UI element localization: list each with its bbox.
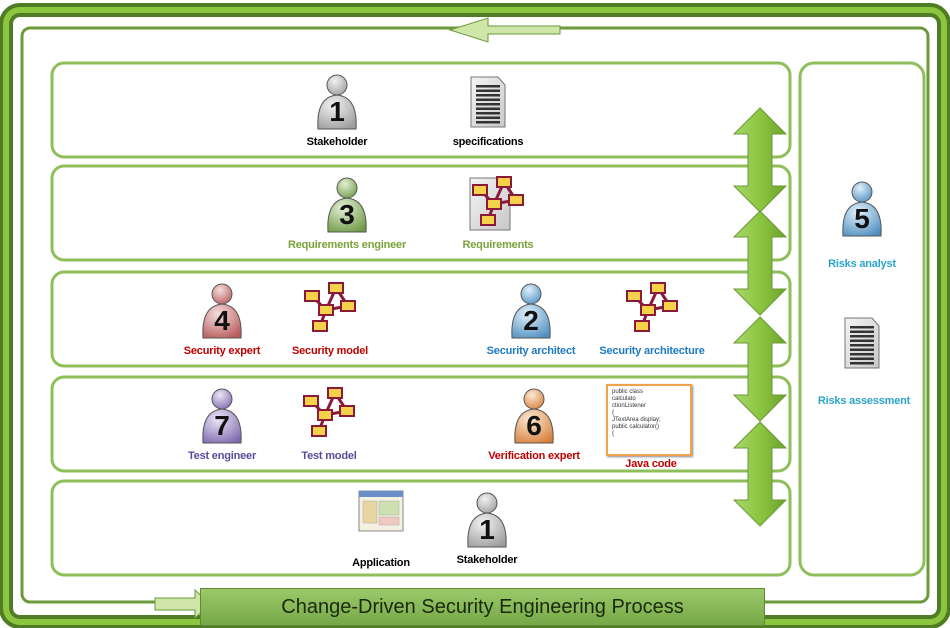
person-icon-security-architect: 2 [511,283,551,339]
java-code-line: { [612,410,615,416]
label-test-engineer: Test engineer [187,450,257,462]
java-code-line: JTextArea display; [612,417,661,423]
java-code-line: { [612,431,615,437]
label-requirements-engineer: Requirements engineer [287,239,407,251]
person-number: 3 [339,199,355,230]
java-code-line: calculato [612,396,636,402]
double-arrows [732,107,788,527]
top-flow-arrow [448,17,561,43]
label-application: Application [352,557,410,569]
person-number: 2 [523,305,539,336]
row-box-4 [50,375,792,473]
person-icon-requirements-engineer: 3 [327,177,367,233]
person-number: 5 [854,203,870,234]
label-security-architecture: Security architecture [599,345,705,357]
document-icon-specifications [470,76,506,128]
row-boxes [50,61,926,577]
person-icon-risks-analyst: 5 [842,181,882,237]
row-box-3 [50,270,792,368]
label-stakeholder: Stakeholder [456,554,518,566]
person-icon-stakeholder: 1 [317,74,357,130]
process-title: Change-Driven Security Engineering Proce… [200,588,765,626]
double-arrow [732,316,788,422]
java-code-line: public class [612,389,644,395]
person-icon-test-engineer: 7 [202,388,242,444]
icons: 1 3 4 2 7 6 1 5 [202,74,882,548]
person-number: 1 [479,514,495,545]
person-number: 6 [526,410,542,441]
model-icon-security-model [304,282,356,332]
model-icon-security-architecture [626,282,678,332]
label-risks-assessment: Risks assessment [817,395,911,407]
person-number: 4 [214,305,230,336]
label-specifications: specifications [452,136,524,148]
java-code-line: public calculator() [612,424,660,430]
label-verification-expert: Verification expert [488,450,580,462]
double-arrow [732,210,788,316]
person-icon-stakeholder: 1 [467,492,507,548]
model-icon-requirements [469,176,524,231]
row-box-2 [50,164,792,262]
label-security-architect: Security architect [486,345,576,357]
double-arrow [732,421,788,527]
label-java-code: Java code [625,458,677,470]
label-security-model: Security model [291,345,369,357]
model-icon-test-model [303,387,355,437]
java-code-line: ctionListener [612,403,647,409]
row-box-5 [50,479,792,577]
label-requirements: Requirements [462,239,534,251]
label-risks-analyst: Risks analyst [828,258,896,270]
person-number: 1 [329,96,345,127]
application-icon [358,490,404,532]
person-number: 7 [214,410,230,441]
person-icon-verification-expert: 6 [514,388,554,444]
label-stakeholder: Stakeholder [306,136,368,148]
row-box-1 [50,61,792,159]
person-icon-security-expert: 4 [202,283,242,339]
label-test-model: Test model [301,450,357,462]
document-icon-risks-assessment [844,317,880,369]
label-security-expert: Security expert [183,345,261,357]
